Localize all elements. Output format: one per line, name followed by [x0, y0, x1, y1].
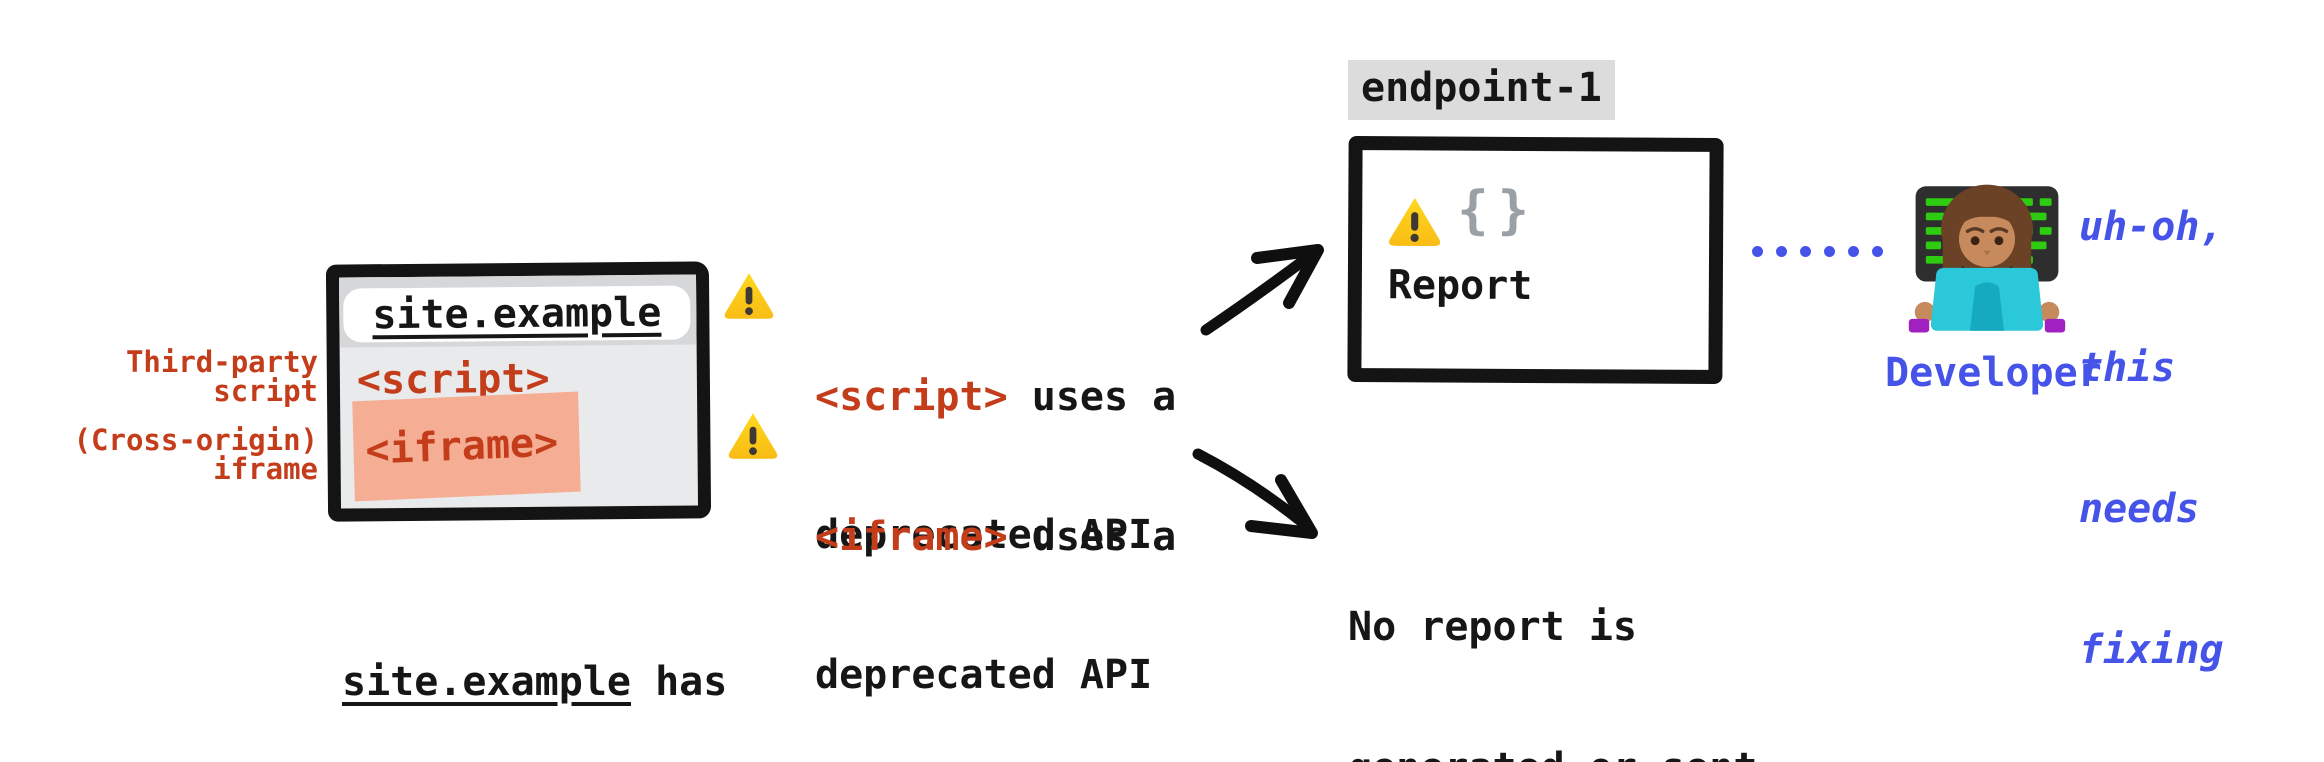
arrow-to-endpoint [1200, 252, 1313, 336]
arrow-to-no-report [1192, 448, 1308, 528]
developer-label: Developer [1885, 350, 2102, 396]
script-warning-text: <script> uses a deprecated API [815, 374, 1177, 558]
report-label: Report [1387, 262, 1533, 309]
endpoint-label: endpoint-1 [1348, 60, 1615, 120]
warning-icon [1388, 197, 1441, 247]
report-box: {} Report [1347, 136, 1724, 384]
caption-site: site.example [342, 659, 631, 705]
reporting-endpoints-caption: site.example has Reporting-Endpoints set… [342, 659, 728, 705]
third-party-script-label: Third-party script [125, 345, 318, 408]
dotted-connector [1752, 246, 1883, 257]
report-json-braces: {} [1457, 180, 1539, 242]
warning-icon [728, 413, 778, 459]
no-report-text: No report is generated or sent. [1348, 604, 1781, 762]
cross-origin-iframe-label: (Cross-origin) iframe [73, 423, 318, 486]
warning-icon [724, 273, 774, 319]
iframe-warning-text: <iframe> uses a deprecated API [815, 514, 1177, 698]
developer-thought-text: uh-oh, this needs fixing [2079, 204, 2224, 673]
developer-emoji [1908, 184, 2066, 333]
